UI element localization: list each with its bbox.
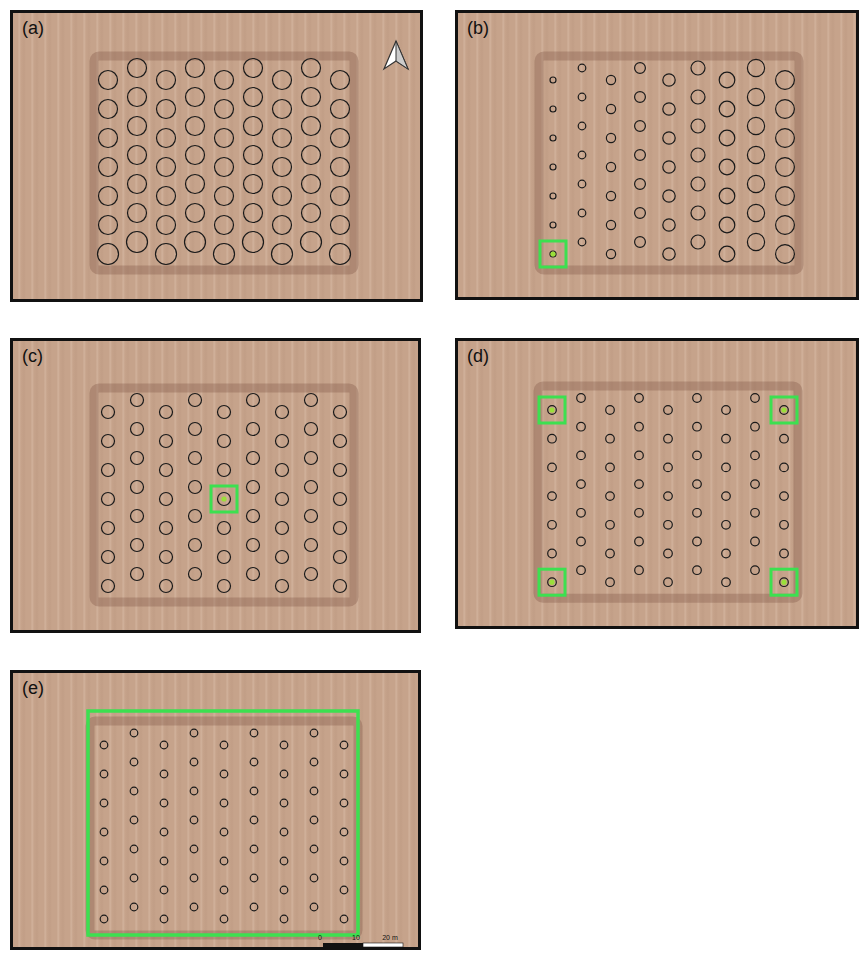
plot-grid	[458, 13, 859, 300]
scale-label: 20 m	[382, 934, 398, 941]
panel-letter: (c)	[22, 347, 43, 367]
map-panel: (c)	[10, 338, 421, 633]
plot-grid	[13, 13, 423, 302]
map-panel: (b)	[455, 10, 859, 300]
map-panel: (e)	[10, 670, 421, 950]
panel-letter: (d)	[467, 347, 489, 367]
panel-letter: (b)	[467, 19, 489, 39]
map-panel: (d)	[455, 338, 859, 629]
panel-letter: (a)	[22, 19, 44, 39]
scale-label: 0	[318, 934, 322, 941]
panel-letter: (e)	[22, 679, 44, 699]
plot-grid	[13, 673, 421, 950]
scale-label: 10	[352, 934, 360, 941]
plot-grid	[458, 341, 859, 629]
plot-grid	[13, 341, 421, 633]
map-panel: (a)	[10, 10, 423, 302]
